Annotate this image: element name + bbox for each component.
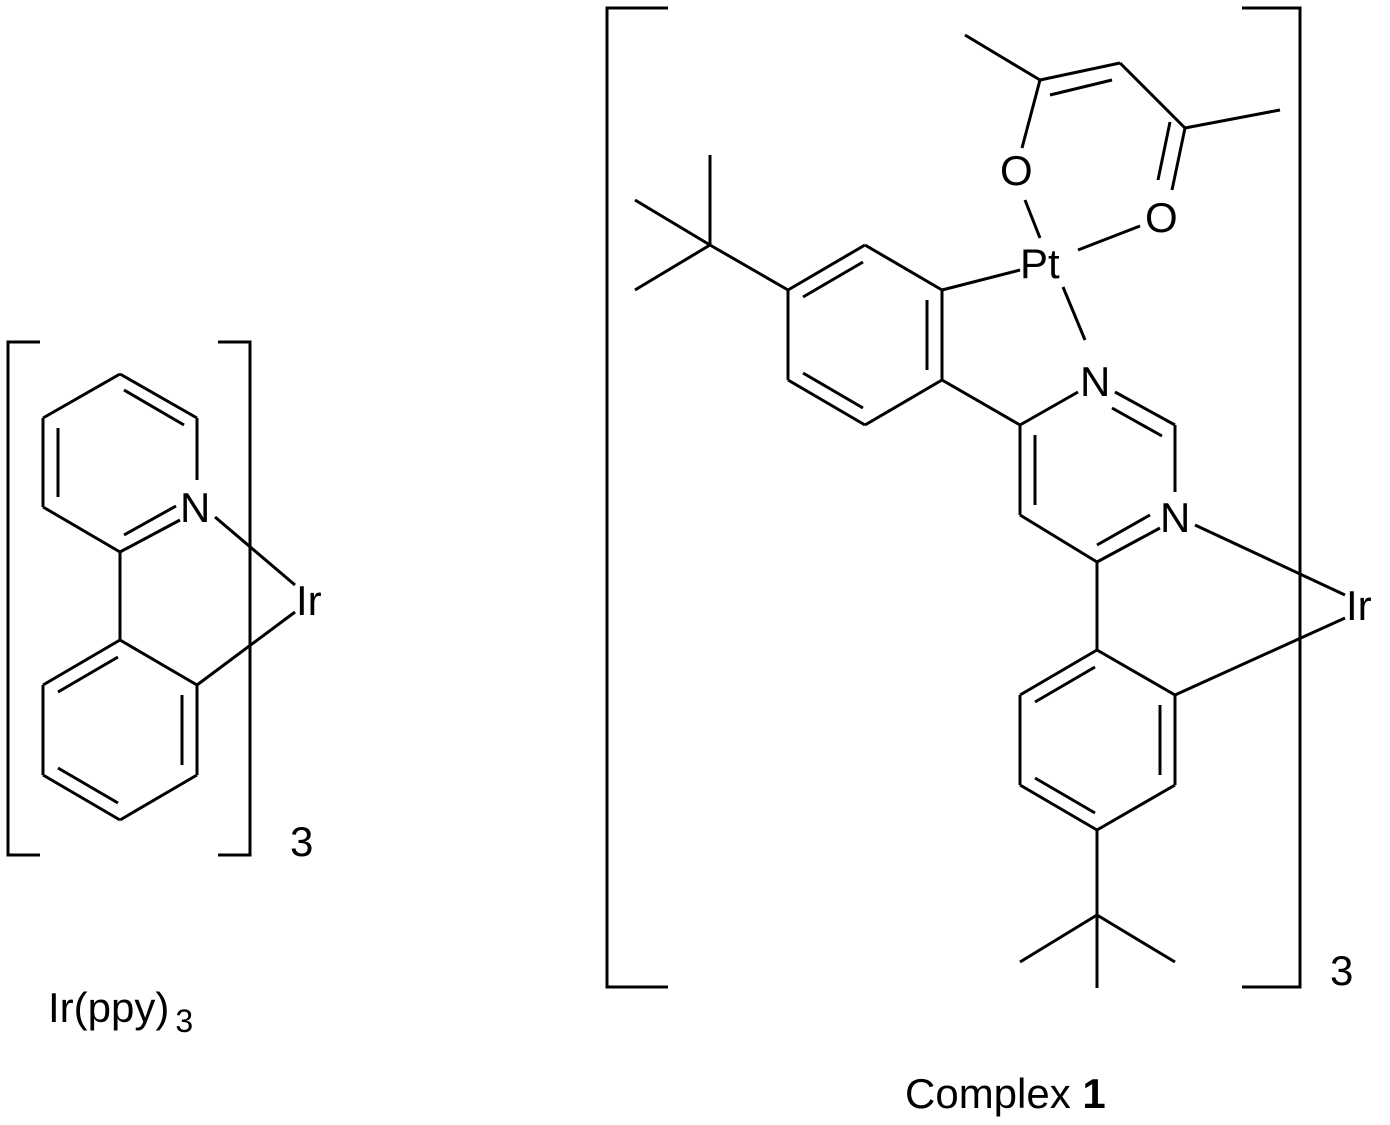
- right-caption-main: Complex: [905, 1070, 1082, 1117]
- atom-n2: N: [1160, 494, 1190, 541]
- phenyl-ring: [41, 638, 199, 822]
- pt-o1-bond: [1023, 199, 1042, 239]
- c-ir-bond: [1174, 616, 1346, 697]
- lower-tbutyl-group: [1019, 830, 1176, 988]
- pt-n-bond: [1061, 286, 1087, 341]
- atom-ir: Ir: [1346, 582, 1372, 629]
- left-bracket-close: [218, 340, 252, 857]
- pyrimidine-ring: [941, 378, 1177, 564]
- lower-phenyl-ring: [1018, 648, 1177, 832]
- atom-n1: N: [1080, 358, 1110, 405]
- left-multiplier: 3: [290, 818, 313, 865]
- n-ir-bond: [1194, 523, 1346, 597]
- upper-phenyl-ring: [786, 243, 944, 427]
- left-caption: Ir(ppy)3: [48, 984, 193, 1039]
- c-ir-bond: [196, 610, 296, 687]
- left-caption-main: Ir(ppy): [48, 984, 169, 1031]
- atom-o2: O: [1145, 194, 1178, 241]
- left-caption-sub: 3: [175, 1003, 193, 1039]
- right-caption-number: 1: [1082, 1070, 1105, 1117]
- acac-ligand: [964, 33, 1281, 191]
- atom-o1: O: [1000, 147, 1033, 194]
- upper-tbutyl-group: [634, 155, 789, 292]
- atom-ir: Ir: [296, 577, 322, 624]
- pyridine-ring: [41, 372, 199, 554]
- c-pt-bond: [941, 268, 1021, 292]
- atom-n: N: [180, 484, 210, 531]
- atom-pt: Pt: [1020, 240, 1060, 287]
- left-bracket-open: [6, 340, 40, 857]
- right-caption: Complex 1: [905, 1070, 1106, 1117]
- irppy3-structure: N Ir 3 Ir(ppy)3: [6, 340, 322, 1039]
- complex1-structure: Pt O O N N Ir 3 Complex 1: [605, 6, 1372, 1117]
- n-ir-bond: [214, 515, 296, 587]
- pt-o2-bond: [1077, 224, 1141, 252]
- right-multiplier: 3: [1330, 947, 1353, 994]
- right-bracket-close: [1242, 6, 1302, 989]
- right-bracket-open: [605, 6, 668, 989]
